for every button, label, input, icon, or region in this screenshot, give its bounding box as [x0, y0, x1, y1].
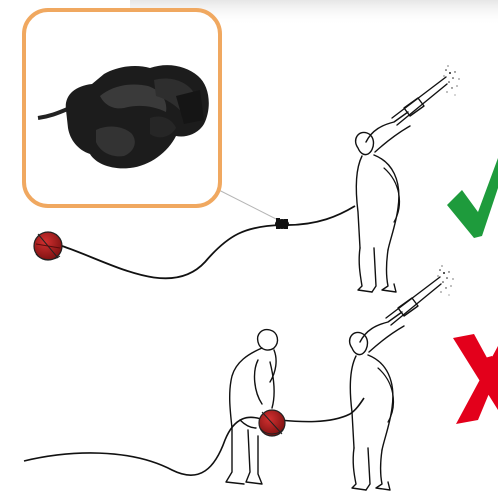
swivel-coupling — [275, 218, 289, 229]
spray-mist-bottom — [437, 265, 453, 295]
scene-incorrect — [24, 265, 498, 490]
operator-top — [356, 77, 447, 292]
helper-person — [226, 330, 277, 484]
hose-top — [62, 206, 355, 278]
cross-icon — [453, 334, 498, 424]
hose-reel-bottom — [259, 410, 285, 436]
swivel-closeup-inset — [24, 10, 220, 206]
hose-reel-top — [34, 232, 62, 260]
checkmark-icon — [447, 158, 498, 238]
spray-mist-top — [443, 65, 459, 95]
operator-bottom — [350, 277, 441, 490]
